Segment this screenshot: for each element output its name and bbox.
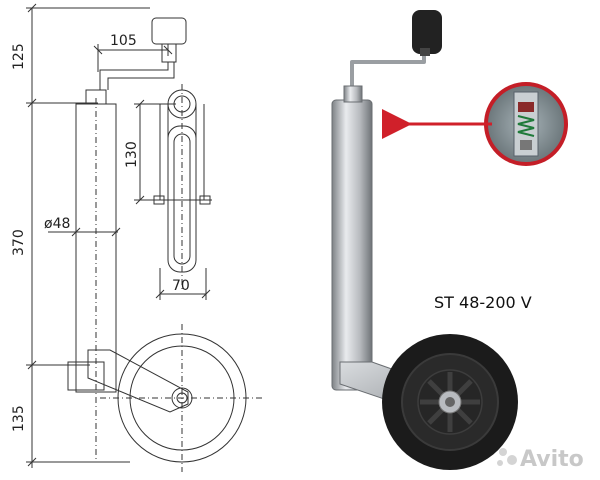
mechanism-zoom-inset [484, 82, 568, 166]
technical-drawing [26, 3, 264, 472]
fork-arm [87, 349, 189, 413]
tube-render [331, 99, 373, 391]
tube-diameter-label: ø48 [44, 216, 70, 232]
wheel-width-dimension [155, 268, 211, 300]
product-render [331, 10, 568, 470]
wheel-render [382, 334, 518, 470]
left-dimension-line [26, 3, 150, 468]
crank-dimension [93, 44, 173, 72]
wheel-front-view [152, 84, 212, 290]
handle-height-label: 125 [11, 43, 27, 70]
fork-dimension [134, 99, 176, 205]
model-label: ST 48-200 V [434, 293, 532, 312]
support-tube [67, 89, 117, 460]
wheel-side-view [100, 324, 264, 472]
fork-height-label: 130 [124, 141, 140, 168]
tube-diameter-dimension [48, 227, 121, 237]
handle-grip [412, 10, 442, 54]
wheel-height-label: 135 [11, 405, 27, 432]
watermark: Avito [497, 447, 584, 472]
watermark-text: Avito [520, 447, 584, 472]
tube-length-label: 370 [11, 229, 27, 256]
crank-arm [99, 62, 175, 90]
wheel-width-label: 70 [172, 278, 190, 294]
crank-reach-label: 105 [110, 33, 137, 49]
crank-handle-knob [151, 17, 187, 63]
